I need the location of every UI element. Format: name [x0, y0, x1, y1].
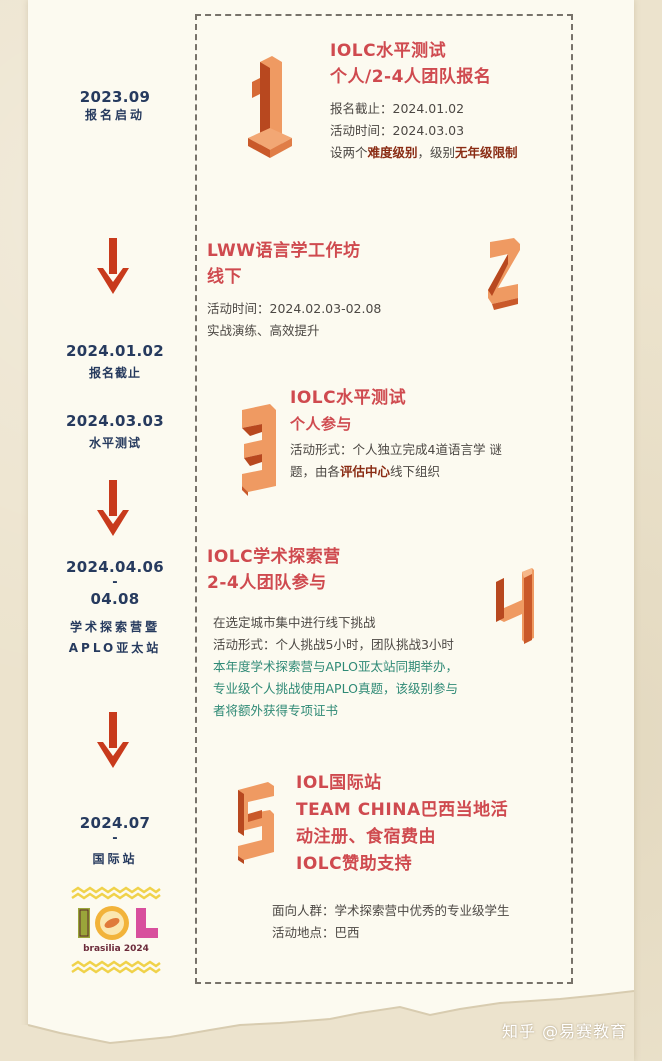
- timeline-date-end: 04.08: [90, 590, 140, 608]
- watermark: 知乎 @易赛教育: [502, 1022, 628, 1041]
- step-title: IOLC学术探索营: [207, 547, 341, 567]
- arrow-down-icon: [97, 712, 129, 768]
- step-line-rich: 题，由各评估中心线下组织: [290, 461, 560, 483]
- step-title: 动注册、食宿费由: [296, 827, 436, 847]
- timeline-entry: 2023.09 报名启动: [40, 88, 190, 123]
- step-2: LWW语言学工作坊 线下 活动时间：2024.02.03-02.08 实战演练、…: [207, 238, 487, 342]
- step-title: IOL国际站: [296, 773, 382, 793]
- torn-paper-edge: [0, 990, 635, 1061]
- number-5-block-icon: [238, 782, 274, 864]
- step-line: 活动形式：个人挑战5小时，团队挑战3小时: [213, 637, 454, 652]
- timeline-label: 报名启动: [84, 108, 145, 122]
- timeline-entry: 2024.04.06 - 04.08 学术探索营暨 APLO亚太站: [40, 558, 190, 656]
- arrow-down-icon: [97, 480, 129, 536]
- step-subtitle: 2-4人团队参与: [207, 573, 327, 593]
- timeline-entry: 2024.03.03 水平测试: [40, 412, 190, 451]
- step-line: 活动形式：个人独立完成4道语言学 谜: [290, 442, 502, 457]
- logo-graphic: [71, 886, 161, 974]
- timeline-date: 2023.09: [79, 88, 151, 106]
- timeline-label: 水平测试: [88, 436, 141, 450]
- step-line: 面向人群：学术探索营中优秀的专业级学生: [272, 903, 510, 918]
- number-3-block-icon: [242, 404, 276, 496]
- step-5-details: 面向人群：学术探索营中优秀的专业级学生 活动地点：巴西: [272, 900, 562, 944]
- step-line-teal: 专业级个人挑战使用APLO真题，该级别参与: [213, 681, 458, 696]
- logo-caption: brasilia 2024: [83, 944, 149, 954]
- step-title: IOLC水平测试: [330, 41, 447, 61]
- step-subtitle: 个人/2-4人团队报名: [330, 67, 492, 87]
- paper-sheet: [28, 0, 634, 1061]
- step-line-teal: 本年度学术探索营与APLO亚太站同期举办，: [213, 659, 458, 674]
- step-line: 活动时间：2024.02.03-02.08: [207, 301, 382, 316]
- text-highlight: 无年级限制: [455, 145, 518, 160]
- text-highlight: 评估中心: [340, 464, 391, 479]
- timeline-date: 2024.07: [79, 814, 151, 832]
- step-line-teal: 者将额外获得专项证书: [213, 703, 339, 718]
- text-plain: 设两个: [330, 145, 368, 160]
- step-line: 实战演练、高效提升: [207, 323, 320, 338]
- text-plain: ，级别: [417, 145, 456, 160]
- text-highlight: 难度级别: [367, 145, 418, 160]
- step-title: LWW语言学工作坊: [207, 241, 361, 261]
- step-subtitle: 线下: [207, 267, 242, 287]
- step-line: 活动时间：2024.03.03: [330, 123, 465, 138]
- step-title: TEAM CHINA巴西当地活: [296, 800, 509, 820]
- number-2-block-icon: [488, 238, 520, 310]
- arrow-down-icon: [97, 238, 129, 294]
- timeline-date: 2024.01.02: [66, 342, 164, 360]
- text-plain: 题，由各: [290, 464, 341, 479]
- step-3: IOLC水平测试 个人参与 活动形式：个人独立完成4道语言学 谜 题，由各评估中…: [290, 385, 560, 483]
- step-title: IOLC赞助支持: [296, 854, 413, 874]
- timeline-entry: 2024.01.02 报名截止: [40, 342, 190, 381]
- number-1-block-icon: [248, 56, 292, 158]
- timeline-label-2: APLO亚太站: [68, 641, 162, 655]
- step-line: 报名截止：2024.01.02: [330, 101, 465, 116]
- iol-brasilia-logo: brasilia 2024: [68, 886, 164, 978]
- timeline-label: 学术探索营暨: [69, 620, 160, 634]
- step-body: 在选定城市集中进行线下挑战 活动形式：个人挑战5小时，团队挑战3小时 本年度学术…: [207, 612, 507, 722]
- timeline-entry: 2024.07 - 国际站: [40, 814, 190, 867]
- step-5: IOL国际站 TEAM CHINA巴西当地活 动注册、食宿费由 IOLC赞助支持: [296, 770, 566, 878]
- step-title: IOLC水平测试: [290, 388, 407, 408]
- timeline-date: 2024.03.03: [66, 412, 164, 430]
- timeline-label: 国际站: [92, 852, 138, 866]
- timeline-dash: -: [112, 575, 118, 590]
- step-line: 活动地点：巴西: [272, 925, 360, 940]
- timeline-dash: -: [112, 831, 118, 846]
- step-line: 在选定城市集中进行线下挑战: [213, 615, 376, 630]
- dashed-frame: [195, 14, 573, 984]
- text-plain: 线下组织: [390, 464, 441, 479]
- timeline-date: 2024.04.06: [66, 558, 164, 576]
- step-1: IOLC水平测试 个人/2-4人团队报名 报名截止：2024.01.02 活动时…: [330, 38, 570, 164]
- step-subtitle: 个人参与: [290, 415, 353, 433]
- step-line-rich: 设两个难度级别，级别无年级限制: [330, 142, 570, 164]
- step-4: IOLC学术探索营 2-4人团队参与 在选定城市集中进行线下挑战 活动形式：个人…: [207, 544, 507, 722]
- number-4-block-icon: [496, 568, 534, 644]
- timeline-label: 报名截止: [88, 366, 141, 380]
